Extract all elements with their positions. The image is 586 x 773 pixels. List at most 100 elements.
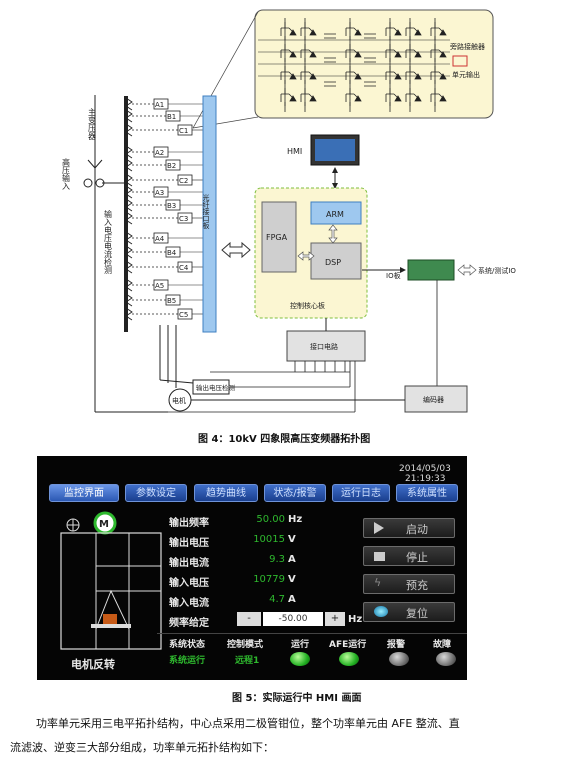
power-cell: A2	[125, 145, 203, 159]
hmi-date: 2014/05/03	[399, 464, 451, 474]
reading-unit: A	[288, 594, 296, 605]
cell-label: B4	[167, 249, 177, 257]
play-icon	[374, 522, 384, 534]
cell-label: B5	[167, 297, 176, 305]
cabinet-graphic: M	[60, 511, 162, 650]
tab-monitor[interactable]: 监控界面	[49, 484, 119, 502]
power-cell: B1	[125, 109, 203, 123]
lightning-icon: ϟ	[374, 576, 382, 589]
start-label: 启动	[406, 523, 428, 536]
freq-set-unit: Hz	[348, 614, 363, 625]
output-detect-label: 输出电压检测	[196, 383, 236, 392]
fpga-label: FPGA	[266, 233, 288, 242]
freq-plus-button[interactable]: +	[325, 612, 345, 626]
power-cell: C4	[125, 260, 203, 274]
reading-unit: Hz	[288, 514, 303, 525]
precharge-label: 预充	[406, 579, 428, 592]
indicator-label: 报警	[387, 640, 406, 650]
reading-value: 9.3	[269, 554, 285, 565]
power-cell: B3	[125, 198, 203, 212]
indicator-label: AFE运行	[329, 640, 367, 650]
power-cell: C3	[125, 211, 203, 225]
paragraph-line1: 功率单元采用三电平拓扑结构，中心点采用二极管钳位，整个功率单元由 AFE 整流、…	[36, 717, 460, 730]
reading-label: 输出频率	[169, 518, 209, 529]
cell-label: B1	[167, 113, 176, 121]
ctrl-mode-label: 控制模式	[227, 640, 264, 650]
cell-label: C4	[179, 264, 189, 272]
cell-label: A5	[155, 282, 164, 290]
io-board	[407, 259, 455, 281]
core-board-label: 控制核心板	[290, 301, 325, 310]
tab-system[interactable]: 系统属性	[396, 484, 458, 502]
power-cell: C5	[125, 307, 203, 321]
power-cell: B5	[125, 293, 203, 307]
stop-label: 停止	[406, 551, 428, 564]
cell-label: C1	[179, 127, 188, 135]
topology-diagram: 旁路接触器 单元输出 主变压器 高压输入 输入电压电流检测 A1B1C1A2B2…	[62, 9, 516, 413]
power-cell: A3	[125, 185, 203, 199]
encoder	[404, 385, 468, 413]
cell-label: C5	[179, 311, 188, 319]
cell-label: A2	[155, 149, 164, 157]
power-cell: A4	[125, 231, 203, 245]
power-cell: C1	[125, 123, 203, 137]
system-io-label: 系统/测试IO	[478, 266, 516, 275]
tab-log[interactable]: 运行日志	[332, 484, 390, 502]
freq-set-label: 频率给定	[169, 618, 209, 629]
figure4-caption: 图 4：10kV 四象限高压变频器拓扑图	[198, 434, 371, 445]
tab-status-alarm[interactable]: 状态/报警	[264, 484, 326, 502]
fiber-interface-board	[202, 95, 217, 333]
reading-value: 4.7	[269, 594, 285, 605]
indicator-label: 故障	[433, 640, 452, 650]
reading-unit: V	[288, 534, 296, 545]
hmi-label: HMI	[287, 147, 302, 156]
reset-button[interactable]: 复位	[363, 602, 455, 622]
precharge-button[interactable]: ϟ 预充	[363, 574, 455, 594]
hmi-screen: 2014/05/03 21:19:33 监控界面 参数设定 趋势曲线 状态/报警…	[37, 456, 467, 680]
figure5-caption: 图 5：实际运行中 HMI 画面	[232, 693, 362, 704]
reading-label: 输入电压	[169, 578, 209, 589]
power-cell: B4	[125, 245, 203, 259]
cell-label: A3	[155, 189, 164, 197]
bypass-label: 旁路接触器	[450, 42, 485, 51]
reset-label: 复位	[406, 607, 428, 620]
motor-icon-letter: M	[99, 519, 109, 530]
reading-value: 50.00	[256, 514, 285, 525]
freq-set-input[interactable]: -50.00	[263, 612, 323, 626]
motor-label: 电机	[172, 396, 186, 405]
sys-state-value: 系统运行	[169, 656, 206, 666]
indicator-label: 运行	[291, 640, 310, 650]
cell-label: C3	[179, 215, 188, 223]
fiber-board-label: 光纤接口板	[202, 193, 210, 230]
start-button[interactable]: 启动	[363, 518, 455, 538]
reading-value: 10015	[253, 534, 285, 545]
cell-label: C2	[179, 177, 188, 185]
paragraph-line2: 流滤波、逆变三大部分组成，功率单元拓扑结构如下：	[10, 741, 274, 754]
sys-state-label: 系统状态	[169, 640, 206, 650]
ctrl-mode-value: 远程1	[235, 656, 260, 666]
hmi-time: 21:19:33	[405, 474, 446, 484]
stop-icon	[374, 552, 385, 561]
reading-unit: V	[288, 574, 296, 585]
dsp-label: DSP	[325, 258, 341, 267]
reading-unit: A	[288, 554, 296, 565]
tab-trend[interactable]: 趋势曲线	[194, 484, 258, 502]
arm-label: ARM	[326, 210, 344, 219]
reading-label: 输入电流	[169, 598, 209, 609]
io-board-label: IO板	[386, 271, 401, 280]
bypass-contactor-icon	[452, 55, 468, 67]
motor-status-text: 电机反转	[71, 658, 115, 671]
freq-minus-button[interactable]: -	[237, 612, 261, 626]
main-transformer-label: 主变压器	[88, 107, 97, 141]
input-detect-label: 输入电压电流检测	[104, 209, 113, 275]
run-lamp	[290, 652, 310, 666]
fault-lamp	[436, 652, 456, 666]
afe-run-lamp	[339, 652, 359, 666]
tab-params[interactable]: 参数设定	[125, 484, 187, 502]
encoder-label: 编码器	[423, 395, 444, 404]
cell-label: B2	[167, 162, 176, 170]
power-cell: A1	[125, 97, 203, 111]
reading-label: 输出电流	[169, 558, 209, 569]
stop-button[interactable]: 停止	[363, 546, 455, 566]
status-bar	[157, 633, 467, 634]
